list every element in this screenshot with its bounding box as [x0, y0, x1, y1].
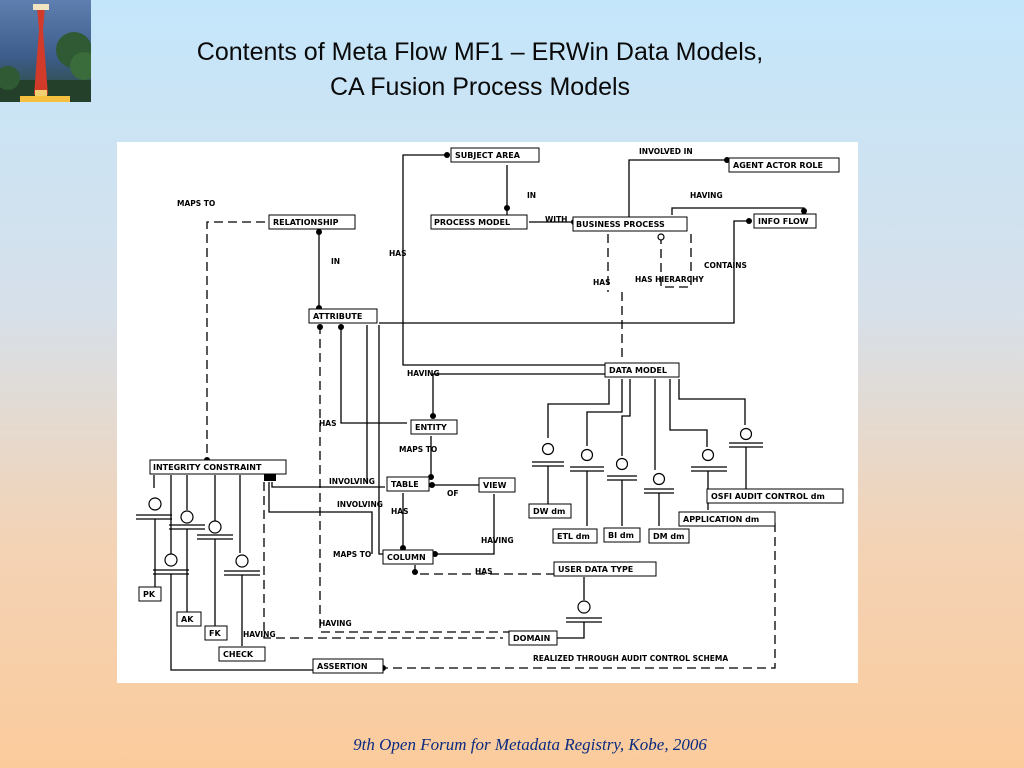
- entity-view: VIEW: [478, 477, 516, 493]
- svg-text:DM dm: DM dm: [653, 532, 684, 541]
- entity-business-process: BUSINESS PROCESS: [572, 216, 688, 232]
- kobe-port-tower-photo-icon: [0, 0, 91, 102]
- svg-text:PK: PK: [143, 590, 156, 599]
- label-of: OF: [447, 489, 459, 498]
- page-title-line-1: Contents of Meta Flow MF1 – ERWin Data M…: [196, 38, 764, 66]
- entity-dw-dm: DW dm: [528, 503, 572, 519]
- svg-text:FK: FK: [209, 629, 221, 638]
- svg-text:INFO FLOW: INFO FLOW: [758, 217, 809, 226]
- connectors: [136, 152, 807, 671]
- svg-text:BUSINESS PROCESS: BUSINESS PROCESS: [576, 220, 665, 229]
- entity-entity: ENTITY: [410, 419, 458, 435]
- svg-text:DW dm: DW dm: [533, 507, 565, 516]
- footer-conference-note: 9th Open Forum for Metadata Registry, Ko…: [353, 735, 707, 754]
- label-with: WITH: [545, 215, 567, 224]
- entity-check: CHECK: [218, 646, 266, 662]
- entity-etl-dm: ETL dm: [552, 528, 598, 544]
- svg-text:DATA MODEL: DATA MODEL: [609, 366, 667, 375]
- entity-attribute: ATTRIBUTE: [308, 308, 378, 324]
- label-has-5: HAS: [475, 567, 492, 576]
- label-maps-to-1: MAPS TO: [177, 199, 215, 208]
- svg-text:INTEGRITY CONSTRAINT: INTEGRITY CONSTRAINT: [153, 463, 262, 472]
- label-maps-to-3: MAPS TO: [333, 550, 371, 559]
- svg-text:ATTRIBUTE: ATTRIBUTE: [313, 312, 362, 321]
- entity-fk: FK: [204, 625, 228, 641]
- entity-info-flow: INFO FLOW: [753, 213, 817, 229]
- entity-column: COLUMN: [382, 549, 434, 565]
- entity-osfi-audit-control-dm: OSFI AUDIT CONTROL dm: [706, 488, 844, 504]
- entity-domain: DOMAIN: [508, 630, 558, 646]
- entity-relationship: RELATIONSHIP: [268, 214, 356, 230]
- svg-text:OSFI AUDIT CONTROL dm: OSFI AUDIT CONTROL dm: [711, 492, 825, 501]
- label-has-4: HAS: [391, 507, 408, 516]
- svg-text:DOMAIN: DOMAIN: [513, 634, 550, 643]
- entity-subject-area: SUBJECT AREA: [450, 147, 540, 163]
- entity-user-data-type: USER DATA TYPE: [553, 561, 657, 577]
- entity-assertion: ASSERTION: [312, 658, 384, 674]
- svg-text:COLUMN: COLUMN: [387, 553, 426, 562]
- label-having-4: HAVING: [319, 619, 352, 628]
- entity-agent-actor-role: AGENT ACTOR ROLE: [728, 157, 840, 173]
- label-involving-2: INVOLVING: [337, 500, 383, 509]
- svg-text:CHECK: CHECK: [223, 650, 254, 659]
- svg-text:ASSERTION: ASSERTION: [317, 662, 368, 671]
- entity-application-dm: APPLICATION dm: [678, 511, 776, 527]
- label-has-hierarchy: HAS HIERARCHY: [635, 275, 704, 284]
- svg-text:ETL dm: ETL dm: [557, 532, 590, 541]
- label-has-1: HAS: [389, 249, 406, 258]
- label-having-1: HAVING: [690, 191, 723, 200]
- label-having-3: HAVING: [481, 536, 514, 545]
- label-involved-in: INVOLVED IN: [639, 147, 693, 156]
- entity-ak: AK: [176, 611, 202, 627]
- label-realized-through: REALIZED THROUGH AUDIT CONTROL SCHEMA: [533, 654, 728, 663]
- svg-text:AGENT ACTOR ROLE: AGENT ACTOR ROLE: [733, 161, 823, 170]
- entity-pk: PK: [138, 586, 162, 602]
- label-involving-1: INVOLVING: [329, 477, 375, 486]
- label-having-2: HAVING: [407, 369, 440, 378]
- entity-process-model: PROCESS MODEL: [430, 214, 528, 230]
- label-has-3: HAS: [319, 419, 336, 428]
- entity-bi-dm: BI dm: [603, 527, 641, 543]
- svg-text:PROCESS MODEL: PROCESS MODEL: [434, 218, 510, 227]
- relationship-labels: INVOLVED IN IN HAVING MAPS TO WITH IN HA…: [177, 147, 747, 663]
- label-in-2: IN: [331, 257, 340, 266]
- svg-text:APPLICATION dm: APPLICATION dm: [683, 515, 759, 524]
- entity-dm-dm: DM dm: [648, 528, 690, 544]
- svg-text:RELATIONSHIP: RELATIONSHIP: [273, 218, 339, 227]
- svg-text:ENTITY: ENTITY: [415, 423, 447, 432]
- svg-text:AK: AK: [181, 615, 194, 624]
- svg-text:USER DATA TYPE: USER DATA TYPE: [558, 565, 633, 574]
- page-title-line-2: CA Fusion Process Models: [329, 73, 631, 101]
- label-has-2: HAS: [593, 278, 610, 287]
- label-maps-to-2: MAPS TO: [399, 445, 437, 454]
- label-having-5: HAVING: [243, 630, 276, 639]
- er-diagram: SUBJECT AREA AGENT ACTOR ROLE RELATIONSH…: [117, 142, 858, 683]
- label-in-1: IN: [527, 191, 536, 200]
- entity-integrity-constraint: INTEGRITY CONSTRAINT: [149, 459, 287, 475]
- svg-text:BI dm: BI dm: [608, 531, 634, 540]
- svg-text:SUBJECT AREA: SUBJECT AREA: [455, 151, 521, 160]
- entity-data-model: DATA MODEL: [604, 362, 680, 378]
- entity-table: TABLE: [386, 476, 430, 492]
- label-contains: CONTAINS: [704, 261, 747, 270]
- svg-text:TABLE: TABLE: [391, 480, 419, 489]
- svg-text:VIEW: VIEW: [483, 481, 507, 490]
